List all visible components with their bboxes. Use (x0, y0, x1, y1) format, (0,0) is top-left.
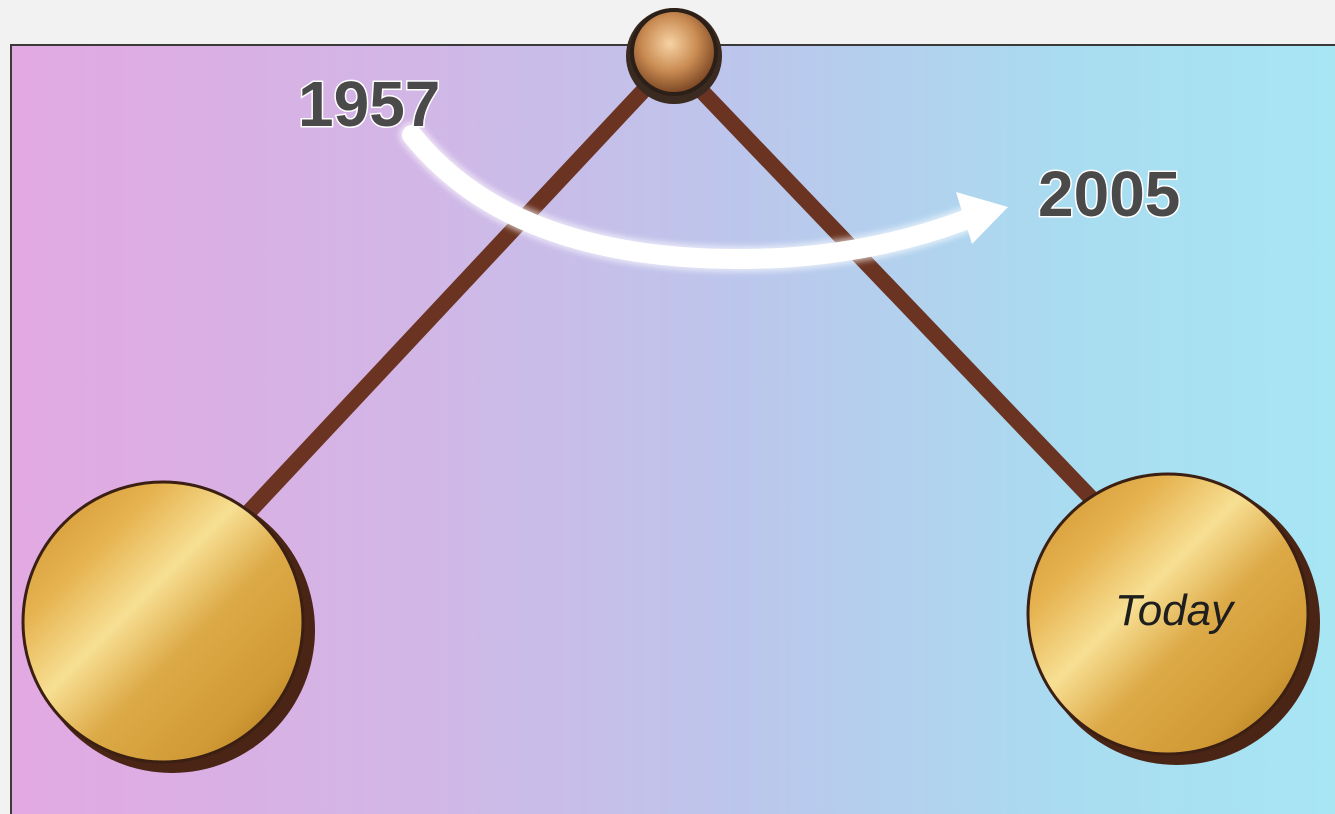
pivot-knob-icon (626, 8, 722, 104)
end-year-label: 2005 (1038, 158, 1180, 230)
right-rod (672, 60, 1112, 520)
start-year-label: 1957 (298, 68, 440, 140)
today-label: Today (1115, 586, 1236, 635)
left-bob (23, 482, 315, 773)
